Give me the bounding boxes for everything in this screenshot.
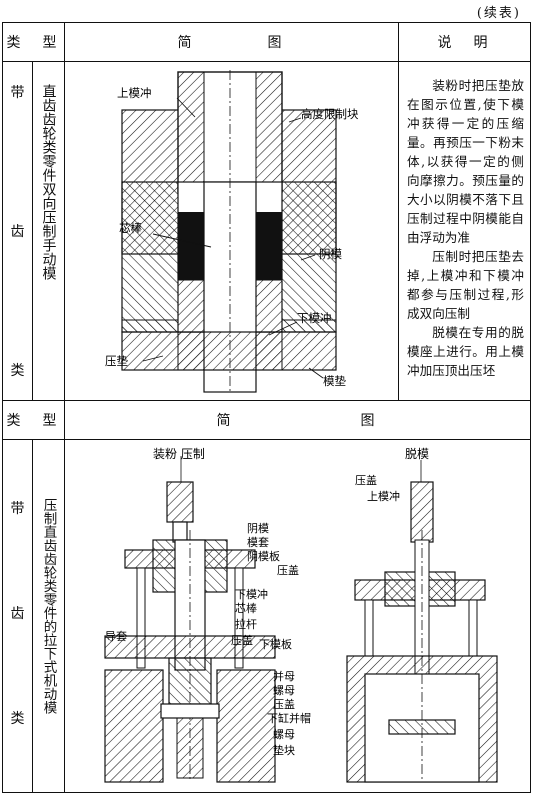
- label-lower-punch-2: 下模冲: [235, 587, 268, 601]
- label-r-cover: 压盖: [355, 473, 377, 487]
- label-locknut: 并母: [273, 669, 295, 683]
- label-die-pad: 模垫: [323, 374, 346, 388]
- mold-table: 类 型 简 图 说 明 带 齿 类 直齿齿轮类零件双向压制手动模: [2, 22, 531, 793]
- left-base-left: [104, 669, 164, 783]
- label-height-block: 高度限制块: [301, 107, 359, 121]
- left-cylinder-nuts: [168, 657, 212, 705]
- row1-name: 直齿齿轮类零件双向压制手动模: [40, 84, 57, 280]
- label-cover-3: 压盖: [273, 697, 295, 711]
- row1-cat-char-2: 齿: [10, 224, 25, 240]
- label-upper-punch: 上模冲: [117, 86, 152, 100]
- label-pull-rod: 拉杆: [235, 617, 257, 631]
- label-cover-2: 压盖: [231, 633, 253, 647]
- row2-diagram-cell: 装粉 压制 阴模: [64, 439, 531, 793]
- label-nut: 螺母: [273, 684, 295, 697]
- row2-cat-char-3: 类: [10, 711, 25, 727]
- powder-left: [178, 212, 204, 280]
- label-sleeve: 模套: [247, 536, 269, 549]
- label-lower-plate: 下模板: [259, 637, 292, 651]
- desc-paragraph-2: 压制时把压垫去掉,上模冲和下模冲都参与压制过程,形成双向压制: [407, 249, 524, 321]
- row2-name: 压制直齿齿轮类零件的拉下式机动模: [40, 498, 57, 714]
- label-guide: 导套: [105, 630, 127, 643]
- label-lower-punch: 下模冲: [297, 311, 332, 325]
- row1-name-cell: 直齿齿轮类零件双向压制手动模: [32, 61, 65, 401]
- label-cover: 压盖: [277, 563, 299, 577]
- row1-cat-char-1: 带: [10, 85, 25, 101]
- left-upper-ram: [166, 481, 194, 523]
- label-pad: 压垫: [105, 354, 128, 368]
- mechanical-mold-diagram: 装粉 压制 阴模: [104, 446, 498, 783]
- left-base-right: [216, 669, 276, 783]
- row2-header-type: 类 型: [2, 400, 65, 440]
- header-explain: 说 明: [398, 22, 531, 62]
- row1-description-cell: 装粉时把压垫放在图示位置,使下模冲获得一定的压缩量。再预压一下粉末体,以获得一定…: [398, 61, 531, 401]
- row2-cat-char-1: 带: [10, 501, 25, 517]
- header-diagram: 简 图: [64, 22, 399, 62]
- label-core-rod-2: 芯棒: [235, 601, 257, 615]
- desc-paragraph-3: 脱模在专用的脱模座上进行。用上模冲加压顶出压坯: [407, 325, 524, 378]
- row2-name-cell: 压制直齿齿轮类零件的拉下式机动模: [32, 439, 65, 793]
- label-block: 垫块: [273, 743, 295, 757]
- row1-description: 装粉时把压垫放在图示位置,使下模冲获得一定的压缩量。再预压一下粉末体,以获得一定…: [399, 62, 530, 380]
- label-r-upper-punch: 上模冲: [367, 489, 400, 503]
- die-pad: [121, 331, 337, 371]
- desc-paragraph-1: 装粉时把压垫放在图示位置,使下模冲获得一定的压缩量。再预压一下粉末体,以获得一定…: [407, 78, 524, 245]
- row2-header-diagram: 简 图: [64, 400, 531, 440]
- powder-right: [256, 212, 282, 280]
- right-title: 脱模: [405, 446, 429, 461]
- row1-category: 带 齿 类: [2, 61, 33, 401]
- label-cyl-locknut: 下缸并帽: [267, 711, 311, 725]
- label-die-2: 阴模: [247, 522, 269, 535]
- pad-left: [121, 319, 179, 333]
- row2-category: 带 齿 类: [2, 439, 33, 793]
- label-core-rod: 芯棒: [119, 221, 142, 235]
- label-die-plate: 阴模板: [247, 549, 280, 563]
- label-nut-2: 螺母: [273, 728, 295, 741]
- continued-label: (续表): [476, 6, 521, 21]
- left-title: 装粉 压制: [153, 447, 205, 461]
- header-type: 类 型: [2, 22, 65, 62]
- row1-cat-char-3: 类: [10, 363, 25, 379]
- row1-diagram-cell: 上模冲 高度限制块 芯棒 阴模 下模冲 压垫 模垫: [64, 61, 399, 401]
- row2-cat-char-2: 齿: [10, 606, 25, 622]
- left-guide-rod-2: [234, 567, 244, 669]
- manual-mold-diagram: 上模冲 高度限制块 芯棒 阴模 下模冲 压垫 模垫: [105, 70, 359, 393]
- label-die: 阴模: [319, 247, 342, 261]
- left-guide-rod-1: [136, 567, 146, 669]
